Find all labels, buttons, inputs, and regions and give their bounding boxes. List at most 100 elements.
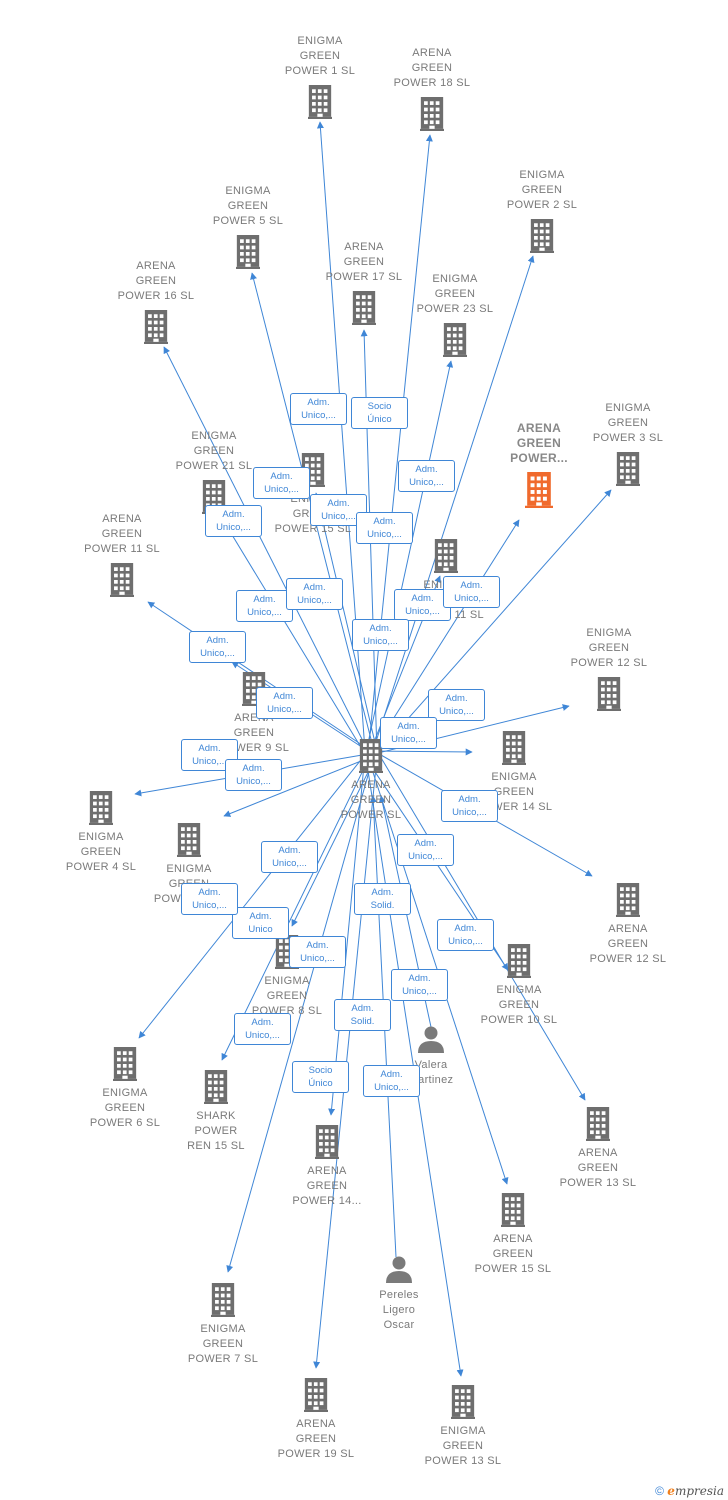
edge-center-n10 <box>314 492 378 752</box>
edge-label[interactable]: Adm. Unico,... <box>225 759 282 791</box>
edge-label[interactable]: Adm. Unico,... <box>352 619 409 651</box>
building-icon <box>573 452 683 491</box>
node-label: ARENA GREEN POWER 15 SL <box>474 1233 552 1275</box>
building-icon <box>400 323 510 362</box>
node-label: ARENA GREEN POWER 17 SL <box>325 241 403 283</box>
edge-label[interactable]: Adm. Unico <box>232 907 289 939</box>
edge-label[interactable]: Socio Único <box>292 1061 349 1093</box>
edge-label[interactable]: Adm. Unico,... <box>437 919 494 951</box>
edge-label[interactable]: Adm. Unico,... <box>189 631 246 663</box>
building-icon <box>458 1193 568 1232</box>
node-label: ARENA GREEN POWER 12 SL <box>589 923 667 965</box>
edge-label[interactable]: Adm. Unico,... <box>234 1013 291 1045</box>
node-label: ARENA GREEN POWER 14... <box>292 1165 362 1207</box>
person-node[interactable]: Pereles Ligero Oscar <box>344 1255 454 1333</box>
company-node[interactable]: ENIGMA GREEN POWER 13 SL <box>408 1385 518 1469</box>
edge-label[interactable]: Adm. Unico,... <box>356 512 413 544</box>
node-label: ENIGMA GREEN POWER 7 SL <box>187 1323 259 1365</box>
building-icon <box>261 1378 371 1417</box>
company-node[interactable]: ENIGMA GREEN POWER 5 SL <box>193 184 303 274</box>
node-label: ENIGMA GREEN POWER 12 SL <box>570 627 648 669</box>
company-node[interactable]: ARENA GREEN POWER 11 SL <box>67 512 177 602</box>
edge-center-n16 <box>364 748 473 756</box>
company-node[interactable]: ENIGMA GREEN POWER 21 SL <box>159 429 269 519</box>
company-node[interactable]: ARENA GREEN POWER 19 SL <box>261 1378 371 1462</box>
footer-brand[interactable]: © empresia <box>655 1484 724 1498</box>
edge-label[interactable]: Socio Único <box>351 397 408 429</box>
building-icon <box>134 823 244 862</box>
edge-label[interactable]: Adm. Unico,... <box>236 590 293 622</box>
company-node[interactable]: ARENA GREEN POWER 15 SL <box>458 1193 568 1277</box>
company-node[interactable]: ENIGMA GREEN POWER 1 SL <box>265 34 375 124</box>
building-icon <box>309 291 419 330</box>
edge-center-n7 <box>163 346 369 752</box>
building-icon <box>193 235 303 274</box>
company-node[interactable]: ENIGMA GREEN POWER 4 SL <box>46 791 156 875</box>
edge-label[interactable]: Adm. Unico,... <box>394 589 451 621</box>
building-icon <box>316 739 426 778</box>
company-node[interactable]: ARENA GREEN POWER 17 SL <box>309 240 419 330</box>
building-icon <box>554 677 664 716</box>
company-node[interactable]: ARENA GREEN POWER 14... <box>272 1125 382 1209</box>
edge-center-n3 <box>370 255 535 758</box>
edge-label[interactable]: Adm. Unico,... <box>397 834 454 866</box>
company-node[interactable]: ARENA GREEN POWER 18 SL <box>377 46 487 136</box>
building-icon <box>464 944 574 983</box>
edge-center-n20 <box>291 753 378 927</box>
edge-label[interactable]: Adm. Unico,... <box>391 969 448 1001</box>
edge-center-n2 <box>367 134 433 755</box>
brand-logo: empresia <box>667 1484 724 1498</box>
building-icon <box>272 1125 382 1164</box>
company-node[interactable]: ENIGMA GREEN POWER 10 SL <box>464 944 574 1028</box>
edge-label[interactable]: Adm. Unico,... <box>398 460 455 492</box>
node-label: ARENA GREEN POWER SL <box>340 779 402 821</box>
company-node[interactable]: ENIGMA GREEN POWER 7 SL <box>168 1283 278 1367</box>
edge-label[interactable]: Adm. Unico,... <box>205 505 262 537</box>
edge-label[interactable]: Adm. Unico,... <box>261 841 318 873</box>
company-node[interactable]: ARENA GREEN POWER 13 SL <box>543 1107 653 1191</box>
node-label: ENIGMA GREEN POWER 3 SL <box>592 402 664 444</box>
node-label: ENIGMA GREEN POWER 21 SL <box>175 430 253 472</box>
building-icon <box>377 97 487 136</box>
edge-label[interactable]: Adm. Unico,... <box>441 790 498 822</box>
building-icon <box>484 472 594 513</box>
company-node[interactable]: ENIGMA GREEN POWER 23 SL <box>400 272 510 362</box>
edge-label[interactable]: Adm. Unico,... <box>253 467 310 499</box>
edge-label[interactable]: Adm. Unico,... <box>181 883 238 915</box>
node-label: ENIGMA GREEN POWER 6 SL <box>89 1087 161 1129</box>
building-icon <box>101 310 211 349</box>
company-node[interactable]: ARENA GREEN POWER 9 SL <box>199 672 309 756</box>
edge-label[interactable]: Adm. Unico,... <box>289 936 346 968</box>
edge-center-n22 <box>138 750 369 1039</box>
edge-label[interactable]: Adm. Unico,... <box>310 494 367 526</box>
edge-label[interactable]: Adm. Unico,... <box>428 689 485 721</box>
edge-label[interactable]: Adm. Unico,... <box>380 717 437 749</box>
edge-label[interactable]: Adm. Unico,... <box>290 393 347 425</box>
edge-label[interactable]: Adm. Unico,... <box>286 578 343 610</box>
company-node[interactable]: ARENA GREEN POWER 16 SL <box>101 259 211 349</box>
building-icon <box>573 883 683 922</box>
node-label: ENIGMA GREEN POWER 5 SL <box>212 185 284 227</box>
building-icon <box>459 731 569 770</box>
company-node[interactable]: ARENA GREEN POWER SL <box>316 739 426 823</box>
edge-label[interactable]: Adm. Unico,... <box>443 576 500 608</box>
company-node[interactable]: SHARK POWER REN 15 SL <box>161 1070 271 1154</box>
edge-label[interactable]: Adm. Unico,... <box>363 1065 420 1097</box>
building-icon <box>161 1070 271 1109</box>
company-node[interactable]: ENIGMA GREEN POWER 2 SL <box>487 168 597 258</box>
node-label: ARENA GREEN POWER 9 SL <box>218 712 290 754</box>
node-label: ARENA GREEN POWER 13 SL <box>559 1147 637 1189</box>
building-icon <box>391 539 501 578</box>
company-node[interactable]: ENIGMA GREEN POWER 12 SL <box>554 626 664 716</box>
edge-label[interactable]: Adm. Unico,... <box>256 687 313 719</box>
company-node[interactable]: ARENA GREEN POWER... <box>484 421 594 513</box>
edge-label[interactable]: Adm. Solid. <box>334 999 391 1031</box>
company-node[interactable]: ENIGMA GREEN POWER 6 SL <box>70 1047 180 1131</box>
edge-label[interactable]: Adm. Solid. <box>354 883 411 915</box>
building-icon <box>408 1385 518 1424</box>
copyright-symbol: © <box>655 1484 664 1498</box>
company-node[interactable]: ARENA GREEN POWER 12 SL <box>573 883 683 967</box>
company-node[interactable]: ENIGMA GREEN POWER 3 SL <box>573 401 683 491</box>
building-icon <box>543 1107 653 1146</box>
